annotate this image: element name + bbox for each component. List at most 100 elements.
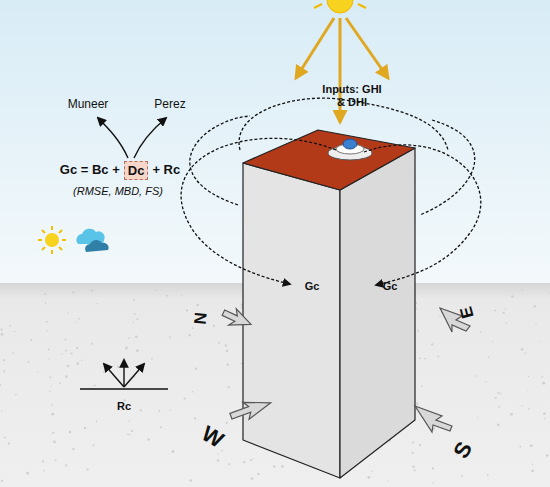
texture-dot [194,417,196,419]
texture-dot [528,375,529,376]
texture-dot [414,469,416,471]
texture-dot [48,349,50,351]
texture-dot [129,434,130,435]
texture-dot [125,348,127,350]
texture-dot [12,352,14,354]
reflection-symbol [80,360,168,389]
texture-dot [53,441,56,444]
texture-dot [218,342,220,344]
texture-dot [419,358,421,360]
texture-dot [511,295,514,298]
texture-dot [91,289,94,292]
texture-dot [1,480,3,482]
texture-dot [129,420,130,421]
texture-dot [61,353,62,354]
texture-dot [485,381,487,383]
texture-dot [55,460,57,462]
texture-dot [488,356,490,358]
texture-dot [221,450,223,452]
texture-dot [522,290,524,292]
face-label: Gc [383,280,398,293]
texture-dot [94,384,96,386]
equation-part: Gc = Bc + [60,162,120,178]
texture-dot [53,432,55,434]
sun [296,0,388,122]
texture-dot [172,450,175,453]
orbit-arrows [181,138,481,285]
texture-dot [97,303,98,304]
texture-dot [72,291,74,293]
texture-dot [133,322,134,323]
texture-dot [14,331,16,333]
texture-dot [65,350,67,352]
texture-dot [8,442,10,444]
texture-dot [510,413,513,416]
texture-dot [51,413,54,416]
texture-dot [227,386,229,388]
face-label: Gc [305,280,320,293]
texture-dot [0,329,2,331]
texture-dot [227,364,229,366]
texture-dot [4,437,6,439]
texture-dot [37,371,38,372]
texture-dot [531,469,534,472]
texture-dot [44,293,46,295]
texture-dot [415,302,417,304]
texture-dot [49,376,51,378]
equation-part: + Rc [152,162,180,178]
texture-dot [70,352,72,354]
texture-dot [43,470,45,472]
texture-dot [521,348,524,351]
texture-dot [81,359,83,361]
texture-dot [213,325,215,327]
inputs-label: Inputs: GHI & DHI [319,83,385,109]
texture-dot [228,463,230,465]
texture-dot [196,304,199,307]
texture-dot [51,404,53,406]
texture-dot [186,309,188,311]
texture-dot [140,409,142,411]
texture-dot [169,336,171,338]
method-name: Perez [154,97,185,111]
texture-dot [411,452,413,454]
compass-letter: S [448,437,478,463]
pillar [243,130,415,478]
texture-dot [65,338,67,340]
texture-dot [388,480,389,481]
texture-dot [494,310,496,312]
texture-dot [540,341,541,342]
texture-dot [192,327,194,329]
texture-dot [65,375,68,378]
texture-dot [26,472,29,475]
texture-dot [140,410,141,411]
texture-dot [502,312,504,314]
texture-dot [506,322,507,323]
texture-dot [243,461,245,463]
texture-dot [181,295,182,296]
texture-dot [521,405,522,406]
texture-dot [67,365,70,368]
method-arrows [98,118,166,158]
texture-dot [136,318,138,320]
texture-dot [532,463,534,465]
texture-dot [487,474,489,476]
texture-dot [78,318,80,320]
texture-dot [257,473,259,475]
texture-dot [281,465,284,468]
texture-dot [372,470,373,471]
texture-dot [273,466,275,468]
texture-dot [45,303,46,304]
texture-dot [49,391,51,393]
texture-dot [46,321,48,323]
texture-dot [432,467,434,469]
texture-dot [158,410,160,412]
texture-dot [416,402,418,404]
texture-dot [184,397,186,399]
texture-dot [9,325,11,327]
texture-dot [439,315,440,316]
texture-dot [217,459,219,461]
texture-dot [166,295,168,297]
texture-dot [122,365,123,366]
texture-dot [155,289,157,291]
